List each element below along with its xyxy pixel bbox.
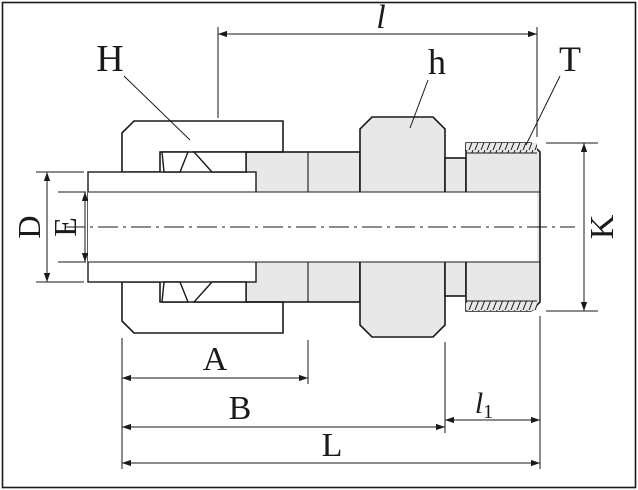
dim-a-label: A (203, 341, 228, 378)
dim-l: l (217, 0, 538, 137)
leader-line (409, 79, 429, 129)
back-ferrule-bottom (161, 281, 190, 303)
dim-b-label: B (229, 390, 252, 427)
dim-k-label: K (584, 214, 621, 239)
nut-section-top (121, 120, 284, 173)
dim-d-label: D (11, 215, 47, 238)
dim-e-label: E (47, 217, 83, 237)
leader-line (123, 75, 191, 141)
callout-H: H (96, 38, 191, 141)
front-ferrule-bottom (192, 281, 247, 303)
callout-hex-label: h (428, 42, 446, 82)
dim-E: E (47, 191, 89, 263)
back-ferrule-top (161, 151, 190, 173)
dim-K: K (546, 142, 621, 312)
callout-h-nut-label: H (96, 38, 123, 80)
dim-l1-label: l1 (475, 387, 493, 423)
callout-T: T (525, 39, 581, 146)
thread-hatch-bottom (466, 301, 537, 311)
dim-l1: l1 (445, 316, 541, 469)
nut-section-bottom (121, 281, 284, 334)
callout-h: h (409, 42, 446, 129)
dim-l1-label-base: l (475, 387, 483, 420)
ferrules (161, 151, 247, 303)
dim-L: L (122, 427, 540, 467)
dim-A: A (121, 338, 309, 469)
dim-l-label: l (376, 0, 385, 36)
dim-B: B (122, 342, 446, 433)
callout-thread-label: T (559, 39, 581, 79)
dim-D: D (11, 171, 84, 283)
dim-overall-length-label: L (322, 427, 343, 464)
fitting-part (65, 116, 575, 338)
thread-hatch-top (466, 143, 537, 153)
front-ferrule-top (192, 151, 247, 173)
dim-l1-label-sub: 1 (483, 401, 493, 423)
leader-line (525, 75, 561, 146)
